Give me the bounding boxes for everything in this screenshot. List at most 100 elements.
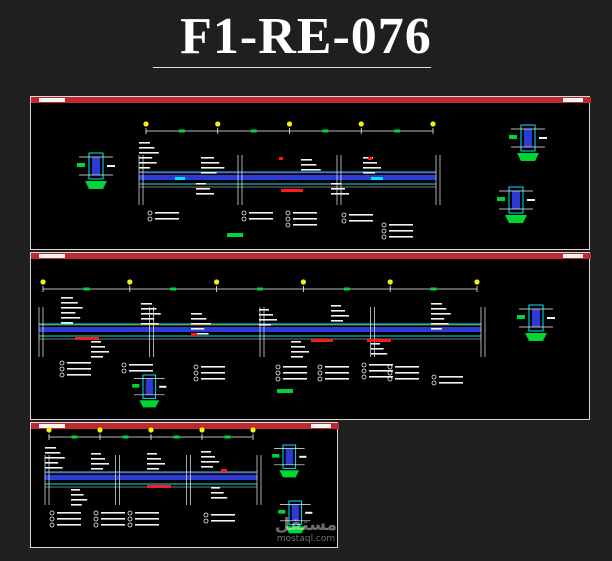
bar-symbol xyxy=(203,518,209,524)
annotation-text xyxy=(61,297,73,299)
dimension-text-mark xyxy=(224,435,231,439)
section-core xyxy=(532,309,540,327)
annotation-text xyxy=(141,323,159,325)
bar-schedule-text xyxy=(135,518,159,520)
section-tag xyxy=(517,153,539,161)
dimension-text-mark xyxy=(178,129,185,133)
section-core xyxy=(92,157,100,175)
red-bar-mark xyxy=(311,339,333,342)
beam-detail-drawing-1 xyxy=(31,97,591,240)
annotation-text xyxy=(45,467,63,469)
section-label xyxy=(539,137,547,139)
dimension-text-mark xyxy=(83,287,90,291)
dimension-text-mark xyxy=(170,287,177,291)
annotation-text xyxy=(211,497,228,499)
annotation-text xyxy=(45,457,65,459)
annotation-text xyxy=(141,308,157,310)
drawing-sheet-2[interactable] xyxy=(30,252,591,420)
bar-symbol xyxy=(275,370,281,376)
grid-bubble xyxy=(127,279,133,285)
annotation-text xyxy=(71,504,82,506)
bar-symbol xyxy=(387,364,393,370)
annotation-text xyxy=(431,303,442,305)
bar-symbol xyxy=(381,228,387,234)
bar-symbol xyxy=(431,380,437,386)
annotation-text xyxy=(61,322,73,324)
dimension-text-mark xyxy=(71,435,78,439)
label-tag xyxy=(227,233,243,237)
bar-symbol xyxy=(387,370,393,376)
bar-symbol xyxy=(193,376,199,382)
bar-schedule-text xyxy=(249,218,273,220)
title-strip-mark xyxy=(39,424,65,428)
section-tag xyxy=(139,400,160,408)
section-outline xyxy=(288,500,303,525)
annotation-text xyxy=(71,499,88,501)
annotation-text xyxy=(191,328,205,330)
dimension-text-mark xyxy=(173,435,180,439)
annotation-text xyxy=(139,142,150,144)
section-label xyxy=(527,199,535,201)
bar-schedule-text xyxy=(325,366,349,368)
drawing-sheet-3[interactable] xyxy=(30,422,339,548)
title-strip xyxy=(31,253,591,259)
annotation-text xyxy=(331,188,345,190)
bar-symbol xyxy=(241,210,247,216)
annotation-text xyxy=(201,461,219,463)
annotation-text xyxy=(91,341,101,343)
section-outline xyxy=(142,374,157,399)
grid-bubble xyxy=(286,121,293,127)
bar-symbol xyxy=(361,374,367,380)
bar-symbol xyxy=(93,522,99,528)
bar-symbol xyxy=(361,362,367,368)
bar-schedule-text xyxy=(389,236,413,238)
annotation-text xyxy=(61,312,76,314)
bar-schedule-text xyxy=(101,524,125,526)
annotation-text xyxy=(331,183,341,185)
bar-schedule-text xyxy=(67,362,91,364)
label-tag xyxy=(277,389,293,393)
annotation-text xyxy=(301,169,321,171)
section-label xyxy=(547,317,555,319)
bar-schedule-text xyxy=(155,212,179,214)
red-bar-mark xyxy=(221,469,227,472)
drawing-sheet-1[interactable] xyxy=(30,96,591,250)
bar-symbol xyxy=(241,216,247,222)
bar-symbol xyxy=(127,522,133,528)
grid-bubble xyxy=(143,121,149,127)
annotation-text xyxy=(196,183,206,185)
section-label xyxy=(132,384,140,388)
annotation-text xyxy=(71,494,84,496)
bar-symbol xyxy=(275,364,281,370)
beam-section xyxy=(139,175,436,180)
bar-symbol xyxy=(285,216,291,222)
bar-symbol xyxy=(59,366,65,372)
bar-symbol xyxy=(341,212,347,218)
bar-schedule-text xyxy=(135,524,159,526)
bar-symbol xyxy=(285,210,291,216)
annotation-text xyxy=(431,318,445,320)
annotation-text xyxy=(141,318,155,320)
bar-symbol xyxy=(147,216,153,222)
bar-symbol xyxy=(121,362,127,368)
annotation-text xyxy=(191,333,209,335)
beam-detail-drawing-2 xyxy=(31,253,591,408)
section-label xyxy=(305,511,313,514)
bar-schedule-text xyxy=(67,374,91,376)
grid-bubble xyxy=(97,427,103,433)
annotation-text xyxy=(141,313,161,315)
bar-symbol xyxy=(387,376,393,382)
bar-schedule-text xyxy=(389,224,413,226)
section-label xyxy=(299,455,307,458)
bar-schedule-text xyxy=(395,372,419,374)
annotation-text xyxy=(201,456,215,458)
annotation-text xyxy=(431,308,447,310)
section-label xyxy=(77,163,85,167)
bar-symbol xyxy=(127,516,133,522)
annotation-text xyxy=(191,313,202,315)
annotation-text xyxy=(431,323,449,325)
bar-schedule-text xyxy=(57,518,81,520)
bar-schedule-text xyxy=(395,378,419,380)
bar-schedule-text xyxy=(211,514,235,516)
section-outline xyxy=(88,152,104,180)
